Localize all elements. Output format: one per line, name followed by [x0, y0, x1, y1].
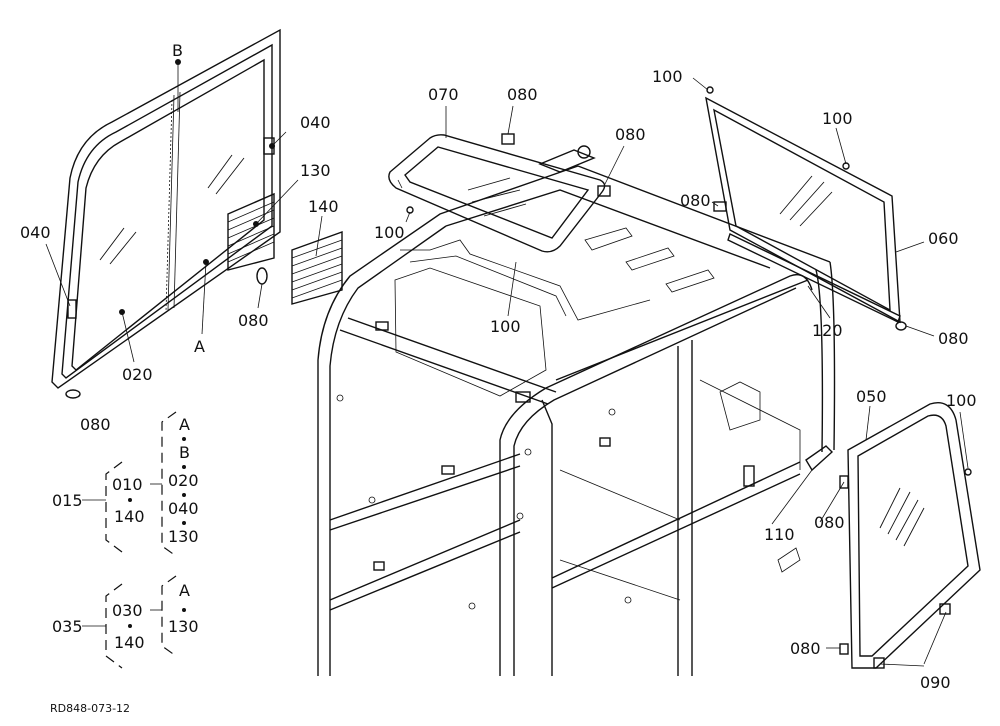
door-window-050: [847, 402, 981, 669]
callout-100-roof: 100: [374, 223, 405, 242]
kit-015-sub2: 140: [114, 507, 145, 526]
callout-020: 020: [122, 365, 153, 384]
callout-080-r: 080: [938, 329, 969, 348]
clip-080-roof1: [501, 133, 515, 145]
callout-100-glass: 100: [822, 109, 853, 128]
kit-015-item-130: 130: [168, 527, 199, 546]
callout-080-roof1: 080: [507, 85, 538, 104]
callout-060: 060: [928, 229, 959, 248]
drawing-id: RD848-073-12: [50, 702, 130, 715]
callout-040-left: 040: [20, 223, 51, 242]
kit-015-sub1: 010: [112, 475, 143, 494]
kit-015-item-a: A: [179, 415, 190, 434]
clip-080-skylight: [713, 201, 727, 212]
clip-080-door-low: [839, 643, 849, 655]
kit-015-item-040: 040: [168, 499, 199, 518]
callout-080-door-low: 080: [790, 639, 821, 658]
kit-015-diagram: [82, 411, 186, 557]
panel-140-hatch: [291, 231, 343, 305]
callout-b: B: [172, 41, 183, 60]
grommet-080-bl: [65, 389, 81, 399]
callout-120: 120: [812, 321, 843, 340]
kit-035-item-a: A: [179, 581, 190, 600]
rear-window-060: [705, 96, 901, 324]
cab-top-boss: [538, 145, 596, 173]
callout-100-top: 100: [652, 67, 683, 86]
callout-070: 070: [428, 85, 459, 104]
kit-015-item-b: B: [179, 443, 190, 462]
kit-035-item-130: 130: [168, 617, 199, 636]
kit-015-item-020: 020: [168, 471, 199, 490]
skylight-070: [388, 134, 606, 253]
kit-015-code: 015: [52, 491, 83, 510]
callout-080-bl: 080: [80, 415, 111, 434]
callout-080-roof2: 080: [615, 125, 646, 144]
clip-080-door: [839, 475, 849, 489]
kit-035-diagram: [82, 575, 186, 669]
kit-035-sub1: 030: [112, 601, 143, 620]
callout-130: 130: [300, 161, 331, 180]
callout-080-skylight: 080: [680, 191, 711, 210]
callout-a: A: [194, 337, 205, 356]
bolt-100-top: [706, 86, 714, 94]
callout-050: 050: [856, 387, 887, 406]
latch-090-b: [873, 657, 885, 669]
grommet-080-r: [895, 321, 907, 331]
bolt-100-door: [964, 468, 972, 476]
callout-100-center: 100: [490, 317, 521, 336]
bracket-110: [805, 445, 834, 472]
grommet-080-mid: [256, 267, 268, 285]
callout-080-door: 080: [814, 513, 845, 532]
callout-110: 110: [764, 525, 795, 544]
leader-lines: [45, 59, 969, 667]
cab-frame: [317, 165, 836, 676]
callout-040-top: 040: [300, 113, 331, 132]
panel-130-hatch: [227, 192, 275, 271]
callout-100-door: 100: [946, 391, 977, 410]
callout-090: 090: [920, 673, 951, 692]
callout-080-mid: 080: [238, 311, 269, 330]
callout-140: 140: [308, 197, 339, 216]
left-window-assembly: [51, 28, 281, 389]
kit-035-code: 035: [52, 617, 83, 636]
kit-035-sub2: 140: [114, 633, 145, 652]
